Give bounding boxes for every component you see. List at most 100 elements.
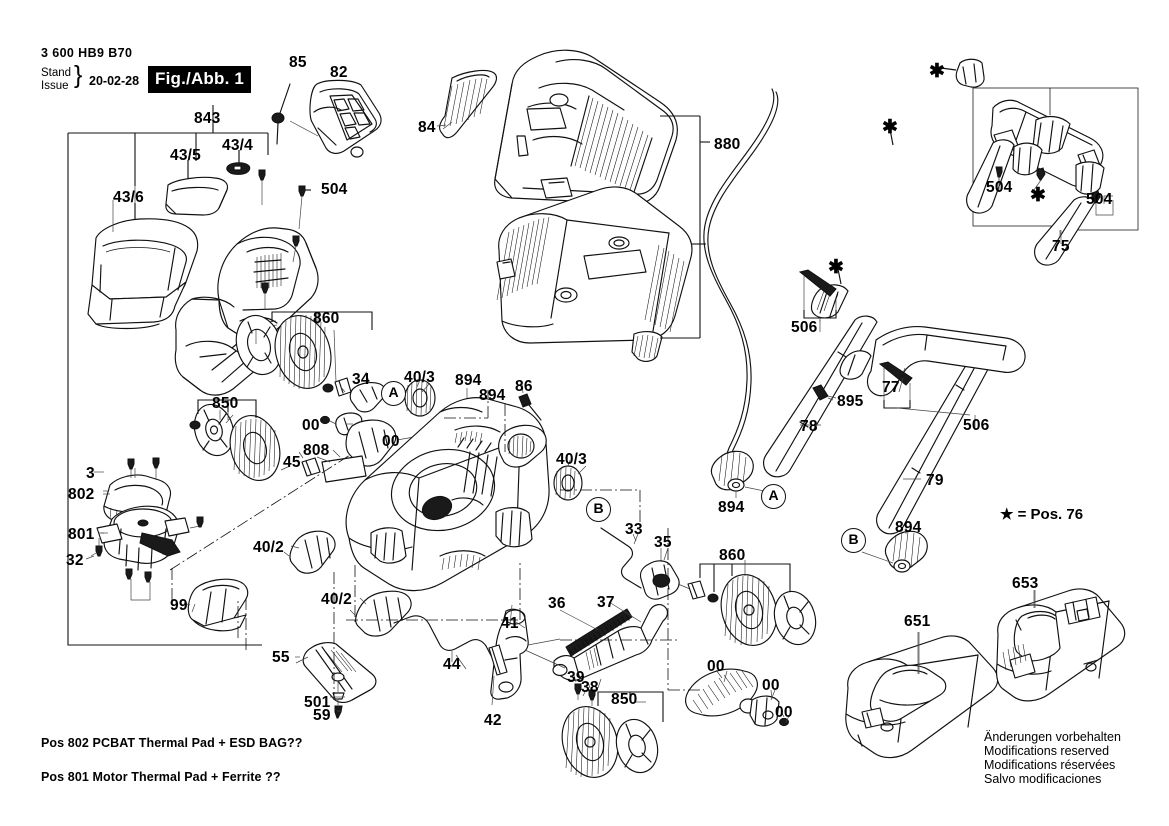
bracket-843 xyxy=(67,105,269,646)
part-880-grassbox-lid xyxy=(494,49,678,205)
callout-880: 880 xyxy=(714,136,741,153)
callout-42: 42 xyxy=(484,712,502,729)
callout-00: 00 xyxy=(762,677,780,694)
callout-86: 86 xyxy=(515,378,533,395)
callout-860: 860 xyxy=(313,310,340,327)
asterisk-legend: ★ = Pos. 76 xyxy=(1000,506,1084,523)
disclaimer-fr: Modifications réservées xyxy=(984,758,1116,772)
document-part-number: 3 600 HB9 B70 xyxy=(41,46,133,60)
callout-45: 45 xyxy=(283,454,301,471)
callout-34: 34 xyxy=(352,371,370,388)
issue-label: Issue xyxy=(41,80,69,92)
part-45-bushing xyxy=(298,451,321,477)
part-850-fan-left xyxy=(189,399,281,481)
callout-36: 36 xyxy=(548,595,566,612)
header-brace: } xyxy=(74,61,83,89)
disclaimer-en: Modifications reserved xyxy=(984,744,1110,758)
circle-ref-b: B xyxy=(586,497,611,522)
disclaimer-es: Salvo modificaciones xyxy=(984,772,1102,786)
part-37-arm xyxy=(524,601,669,681)
part-41-lever xyxy=(490,604,561,700)
circle-ref-a: A xyxy=(381,381,406,406)
note-801: Pos 801 Motor Thermal Pad + Ferrite ?? xyxy=(41,770,281,784)
part-35-lever xyxy=(639,548,691,600)
assembly-guides xyxy=(169,390,700,700)
note-802: Pos 802 PCBAT Thermal Pad + ESD BAG?? xyxy=(41,736,303,750)
document-date: 20-02-28 xyxy=(89,74,140,88)
callout-504: 504 xyxy=(986,179,1013,196)
asterisk-marker: ✱ xyxy=(882,117,899,138)
callout-894: 894 xyxy=(895,519,922,536)
part-34-wedge xyxy=(349,371,386,413)
part-43-5-cover xyxy=(165,176,229,216)
callout-651: 651 xyxy=(904,613,931,630)
circle-ref-b: B xyxy=(841,528,866,553)
part-main-deck xyxy=(345,397,550,592)
callout-43-4: 43/4 xyxy=(222,137,253,154)
part-850-wheel-lower xyxy=(561,691,664,778)
callout-3: 3 xyxy=(86,465,95,482)
callout-38: 38 xyxy=(581,679,599,696)
callout-843: 843 xyxy=(194,110,221,127)
knob-894-left xyxy=(710,450,770,498)
callout-850: 850 xyxy=(611,691,638,708)
callout-44: 44 xyxy=(443,656,461,673)
callout-501: 501 xyxy=(304,694,331,711)
callout-39: 39 xyxy=(567,669,585,686)
part-85-rod xyxy=(271,83,319,145)
callout-894: 894 xyxy=(718,499,745,516)
handle-assembly xyxy=(703,58,1139,573)
callout-801: 801 xyxy=(68,526,95,543)
part-801-motor xyxy=(90,505,204,601)
callout-43-5: 43/5 xyxy=(170,147,201,164)
circle-ref-a: A xyxy=(761,484,786,509)
callout-75: 75 xyxy=(1052,238,1070,255)
screw-504-markers xyxy=(258,169,311,310)
callout-40-2: 40/2 xyxy=(253,539,284,556)
callout-33: 33 xyxy=(625,521,643,538)
callout-506: 506 xyxy=(791,319,818,336)
callout-40-3: 40/3 xyxy=(404,369,435,386)
part-84-strip xyxy=(436,69,498,139)
callout-41: 41 xyxy=(501,615,519,632)
screw-895 xyxy=(812,384,837,401)
callout-79: 79 xyxy=(926,472,944,489)
part-880-grassbox-body xyxy=(496,115,710,362)
fastener-86 xyxy=(518,383,542,421)
callout-78: 78 xyxy=(800,418,818,435)
callout-808: 808 xyxy=(303,442,330,459)
callout-82: 82 xyxy=(330,64,348,81)
callout-894: 894 xyxy=(479,387,506,404)
part-42-pin xyxy=(488,644,508,706)
callout-32: 32 xyxy=(66,552,84,569)
part-808-plate xyxy=(321,449,367,483)
callout-77: 77 xyxy=(882,379,900,396)
part-506-lower xyxy=(798,269,849,322)
part-653-battery xyxy=(995,588,1126,702)
screw-504-handle xyxy=(995,142,1114,216)
callout-504: 504 xyxy=(1086,191,1113,208)
callout-leaders xyxy=(85,121,1113,723)
callout-55: 55 xyxy=(272,649,290,666)
callout-00: 00 xyxy=(302,417,320,434)
callout-40-2: 40/2 xyxy=(321,591,352,608)
callout-895: 895 xyxy=(837,393,864,410)
disclaimer-de: Änderungen vorbehalten xyxy=(984,730,1121,744)
callout-860: 860 xyxy=(719,547,746,564)
callout-43-6: 43/6 xyxy=(113,189,144,206)
callout-37: 37 xyxy=(597,594,615,611)
callout-40-3: 40/3 xyxy=(556,451,587,468)
callout-00: 00 xyxy=(775,704,793,721)
fastener-39-38 xyxy=(572,671,596,706)
part-651-charger xyxy=(845,632,999,759)
part-36-spring xyxy=(559,608,633,657)
callout-802: 802 xyxy=(68,486,95,503)
part-43-6-cover xyxy=(87,218,199,330)
part-40-3-gear-lower xyxy=(553,459,583,501)
part-40-2-lower xyxy=(349,590,412,637)
part-40-2-upper xyxy=(283,530,336,574)
callout-504: 504 xyxy=(321,181,348,198)
callout-00: 00 xyxy=(707,658,725,675)
